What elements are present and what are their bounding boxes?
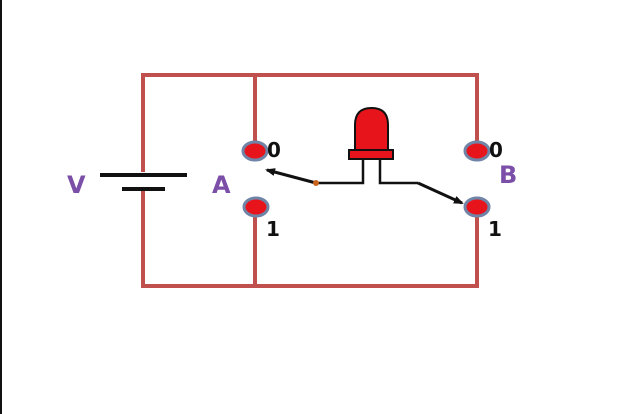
switch-b-label: B bbox=[499, 161, 517, 189]
switch-b-lever bbox=[417, 181, 464, 205]
switch-b-terminal-1 bbox=[463, 196, 491, 218]
led-base bbox=[348, 149, 394, 160]
switch-a-label: A bbox=[212, 171, 231, 199]
led-right-lead bbox=[378, 159, 418, 185]
switch-a-pivot bbox=[313, 180, 319, 186]
switch-a-position-0-label: 0 bbox=[267, 138, 281, 162]
switch-b-position-0-label: 0 bbox=[489, 138, 503, 162]
switch-a-terminal-0 bbox=[241, 140, 269, 162]
switch-a-terminals bbox=[241, 140, 270, 218]
circuit-wires bbox=[141, 73, 479, 288]
switch-a-terminal-1 bbox=[242, 196, 270, 218]
switch-b-terminal-0 bbox=[463, 140, 491, 162]
switch-b-position-1-label: 1 bbox=[488, 217, 502, 241]
switch-a-position-1-label: 1 bbox=[266, 217, 280, 241]
led-icon bbox=[316, 106, 418, 185]
switch-b-terminals bbox=[463, 140, 491, 218]
led-dome bbox=[354, 106, 389, 151]
led-left-lead bbox=[316, 159, 365, 185]
battery-label: V bbox=[67, 171, 86, 199]
switch-a-lever bbox=[265, 168, 317, 185]
battery-symbol bbox=[100, 173, 187, 191]
